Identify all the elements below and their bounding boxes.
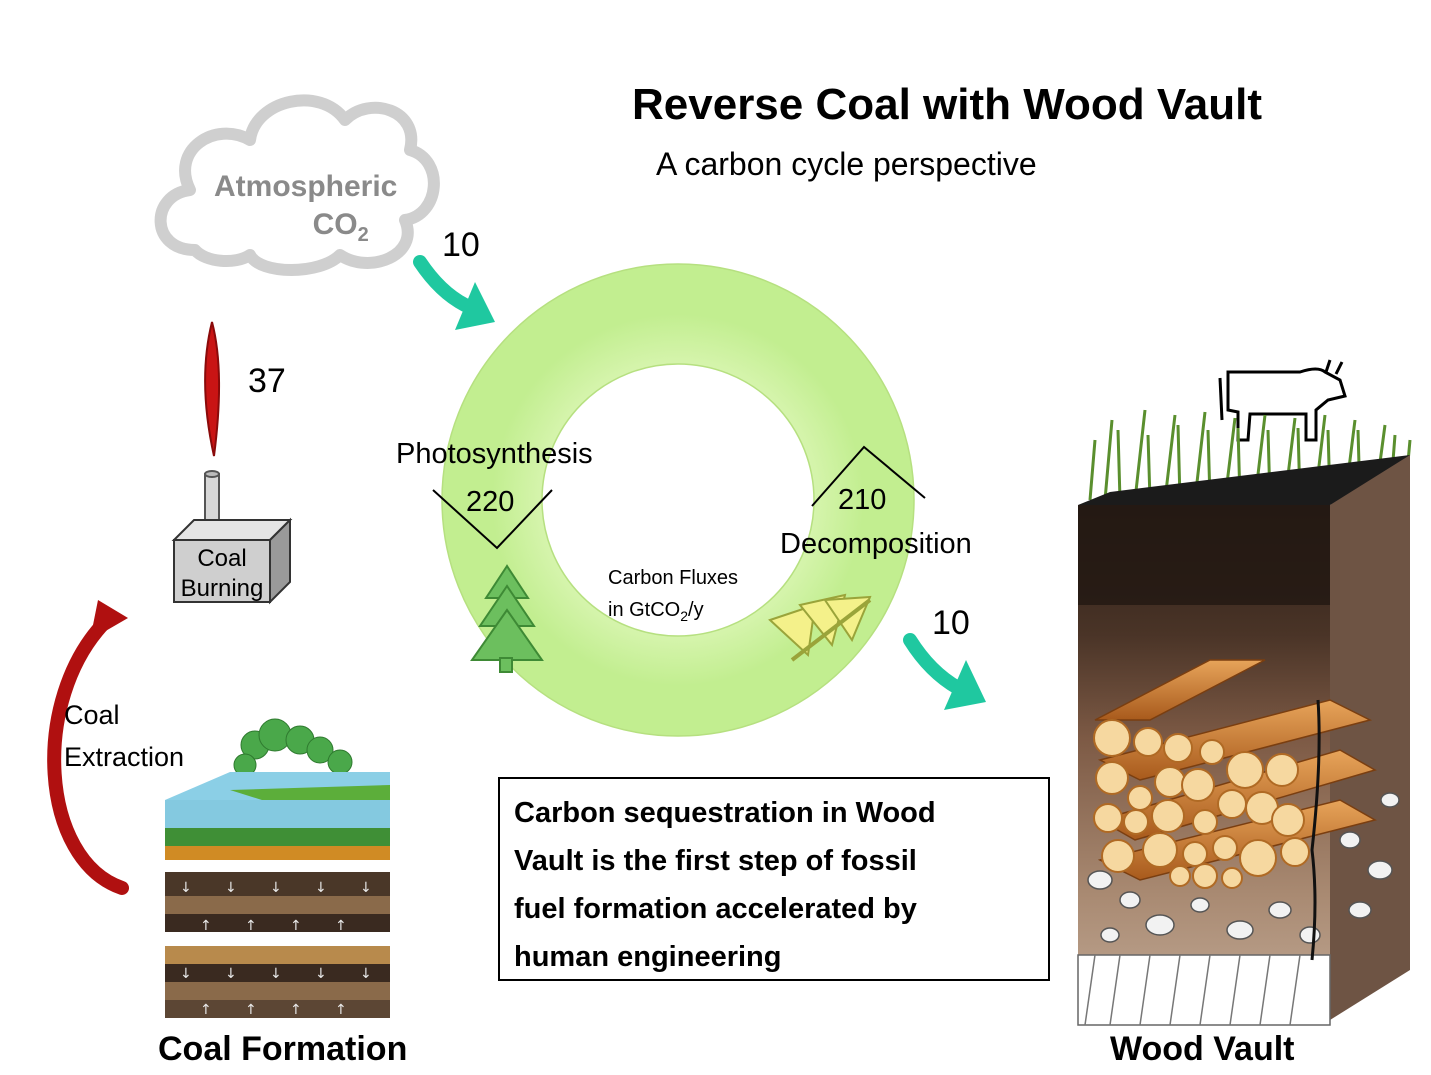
flux-units-line2: in GtCO2/y — [608, 594, 738, 632]
flux-coal-burning-value: 37 — [248, 362, 286, 400]
coal-extraction-label: Coal Extraction — [64, 694, 184, 778]
callout-line2: Vault is the first step of fossil — [514, 845, 917, 877]
atmospheric-co2-label: Atmospheric CO2 — [214, 168, 397, 254]
co2-text: CO — [312, 208, 358, 241]
tree-icon — [470, 564, 544, 673]
callout-line3: fuel formation accelerated by — [514, 893, 917, 925]
flux-units-label: Carbon Fluxes in GtCO2/y — [608, 562, 738, 632]
teal-arrow-vault-icon — [903, 633, 986, 710]
svg-text:↓: ↓ — [360, 966, 372, 982]
coal-formation-icon: ↓ ↓ ↓ ↓ ↓ ↑ ↑ ↑ ↑ ↓ ↓ ↓ ↓ ↓ ↑ ↑ ↑ ↑ — [165, 718, 390, 1018]
decomposition-chevron-icon — [811, 445, 926, 507]
cloud-icon — [154, 94, 440, 276]
coal-burning-line2: Burning — [180, 575, 264, 602]
svg-text:↓: ↓ — [225, 880, 237, 896]
flux-units-post: /y — [688, 599, 704, 621]
decomposition-label: Decomposition — [780, 528, 972, 560]
svg-text:↑: ↑ — [200, 918, 212, 934]
svg-text:↓: ↓ — [360, 880, 372, 896]
page-title: Reverse Coal with Wood Vault — [632, 80, 1262, 129]
svg-text:↓: ↓ — [315, 880, 327, 896]
smoke-plume-icon — [204, 321, 220, 457]
atmospheric-label-line1: Atmospheric — [214, 170, 398, 203]
wood-vault-icon — [1077, 359, 1412, 1026]
coal-extraction-line1: Coal — [64, 700, 120, 730]
flux-units-pre: in GtCO — [608, 599, 681, 621]
co2-label: CO2 — [214, 206, 397, 254]
photosynthesis-chevron-icon — [432, 489, 553, 550]
coal-formation-caption: Coal Formation — [158, 1030, 408, 1068]
svg-text:↓: ↓ — [270, 966, 282, 982]
svg-text:↑: ↑ — [335, 918, 347, 934]
callout-box: Carbon sequestration in Wood Vault is th… — [498, 777, 1050, 981]
svg-text:↑: ↑ — [245, 1002, 257, 1018]
co2-subscript: 2 — [357, 224, 369, 246]
callout-line1: Carbon sequestration in Wood — [514, 797, 936, 829]
carbon-cycle-ring — [441, 263, 915, 737]
decomposition-value: 210 — [838, 484, 887, 516]
cow-icon — [1218, 359, 1347, 442]
teal-arrow-atmosphere-icon — [413, 255, 495, 330]
svg-text:↑: ↑ — [290, 1002, 302, 1018]
svg-text:↓: ↓ — [270, 880, 282, 896]
page-subtitle: A carbon cycle perspective — [656, 146, 1037, 182]
coal-extraction-arrow-icon — [47, 600, 129, 895]
flux-units-line1: Carbon Fluxes — [608, 567, 739, 589]
svg-text:↑: ↑ — [245, 918, 257, 934]
svg-text:↑: ↑ — [290, 918, 302, 934]
flux-units-sub: 2 — [680, 608, 689, 624]
flux-atmosphere-value: 10 — [442, 226, 480, 264]
svg-text:↓: ↓ — [225, 966, 237, 982]
photosynthesis-value: 220 — [466, 486, 515, 518]
svg-text:↑: ↑ — [200, 1002, 212, 1018]
svg-text:↓: ↓ — [180, 880, 192, 896]
coal-burning-icon — [171, 470, 293, 605]
wood-vault-caption: Wood Vault — [1110, 1030, 1295, 1068]
svg-text:↑: ↑ — [335, 1002, 347, 1018]
photosynthesis-label: Photosynthesis — [396, 438, 593, 470]
svg-text:↓: ↓ — [180, 966, 192, 982]
flux-vault-value: 10 — [932, 604, 970, 642]
callout-line4: human engineering — [514, 941, 782, 973]
svg-text:↓: ↓ — [315, 966, 327, 982]
coal-burning-label: Coal Burning — [180, 544, 264, 604]
decomposing-tree-icon — [768, 593, 872, 662]
coal-extraction-line2: Extraction — [64, 742, 185, 772]
coal-burning-line1: Coal — [197, 545, 247, 572]
